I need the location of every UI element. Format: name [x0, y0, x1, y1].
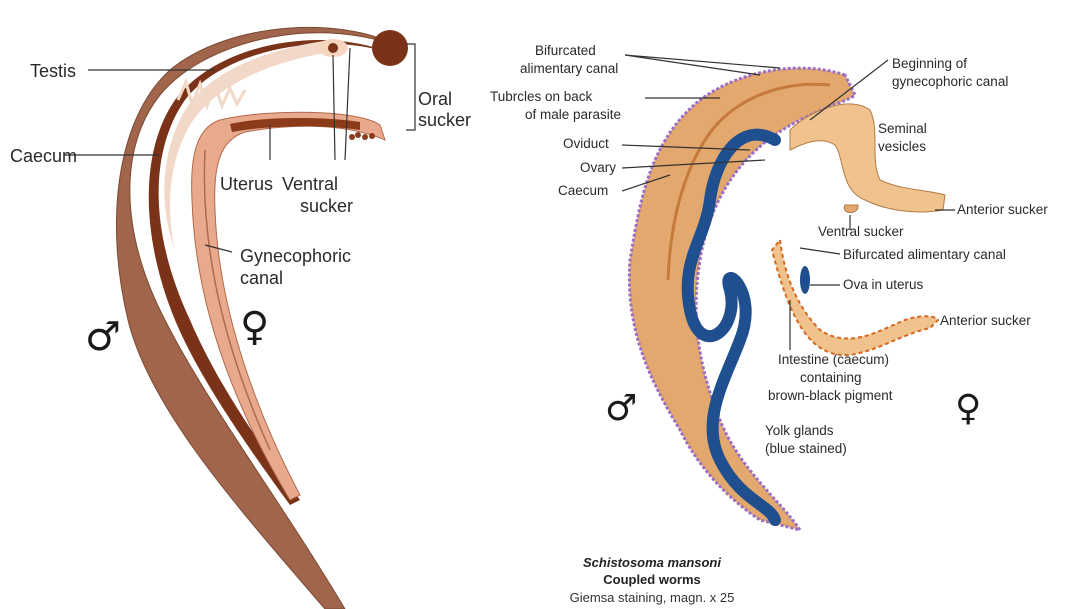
label-ventral-sucker-right: Ventral sucker — [818, 224, 904, 239]
caption-staining: Giemsa staining, magn. x 25 — [570, 590, 735, 605]
label-bifurcated-canal: Bifurcated alimentary canal — [843, 247, 1006, 262]
caption-subtitle: Coupled worms — [603, 572, 701, 587]
caption-species: Schistosoma mansoni — [583, 555, 721, 570]
label-tubercles-line1: Tubrcles on back — [490, 89, 593, 104]
label-beginning-line2: gynecophoric canal — [892, 74, 1008, 89]
label-ova-in-uterus: Ova in uterus — [843, 277, 924, 292]
label-oral-sucker-line1: Oral — [418, 89, 452, 109]
label-beginning-line1: Beginning of — [892, 56, 967, 71]
left-diagram: Testis Caecum Oral sucker Uterus Ventral… — [10, 27, 471, 609]
male-symbol-right: ♂ — [605, 388, 637, 429]
label-testis: Testis — [30, 61, 76, 81]
label-seminal-line1: Seminal — [878, 121, 927, 136]
label-tubercles-line2: of male parasite — [525, 107, 621, 122]
label-intestine-line2: containing — [800, 370, 862, 385]
label-seminal-line2: vesicles — [878, 139, 926, 154]
label-anterior-sucker-top: Anterior sucker — [957, 202, 1048, 217]
label-ventral-sucker-line1: Ventral — [282, 174, 338, 194]
label-bifurcated-line1: Bifurcated — [535, 43, 596, 58]
label-bifurcated-line2: alimentary canal — [520, 61, 618, 76]
oral-sucker-shape — [372, 30, 408, 66]
label-ovary: Ovary — [580, 160, 616, 175]
label-uterus: Uterus — [220, 174, 273, 194]
label-yolk-line1: Yolk glands — [765, 423, 834, 438]
label-oviduct: Oviduct — [563, 136, 609, 151]
label-caecum: Caecum — [10, 146, 77, 166]
ventral-sucker-shape — [844, 205, 858, 213]
male-caecum — [164, 40, 330, 250]
label-intestine-line1: Intestine (caecum) — [778, 352, 889, 367]
label-anterior-sucker-bottom: Anterior sucker — [940, 313, 1031, 328]
label-yolk-line2: (blue stained) — [765, 441, 847, 456]
label-intestine-line3: brown-black pigment — [768, 388, 893, 403]
label-ventral-sucker-line2: sucker — [300, 196, 353, 216]
ova-in-uterus-shape — [800, 266, 810, 294]
female-symbol-left: ♀ — [240, 304, 269, 350]
label-caecum-right: Caecum — [558, 183, 608, 198]
right-diagram: Bifurcated alimentary canal Tubrcles on … — [490, 43, 1048, 605]
male-symbol-left: ♂ — [85, 314, 121, 360]
label-gynecophoric-line1: Gynecophoric — [240, 246, 351, 266]
female-ventral-sucker — [349, 132, 375, 140]
female-symbol-right: ♀ — [955, 388, 981, 429]
label-gynecophoric-line2: canal — [240, 268, 283, 288]
label-oral-sucker-line2: sucker — [418, 110, 471, 130]
